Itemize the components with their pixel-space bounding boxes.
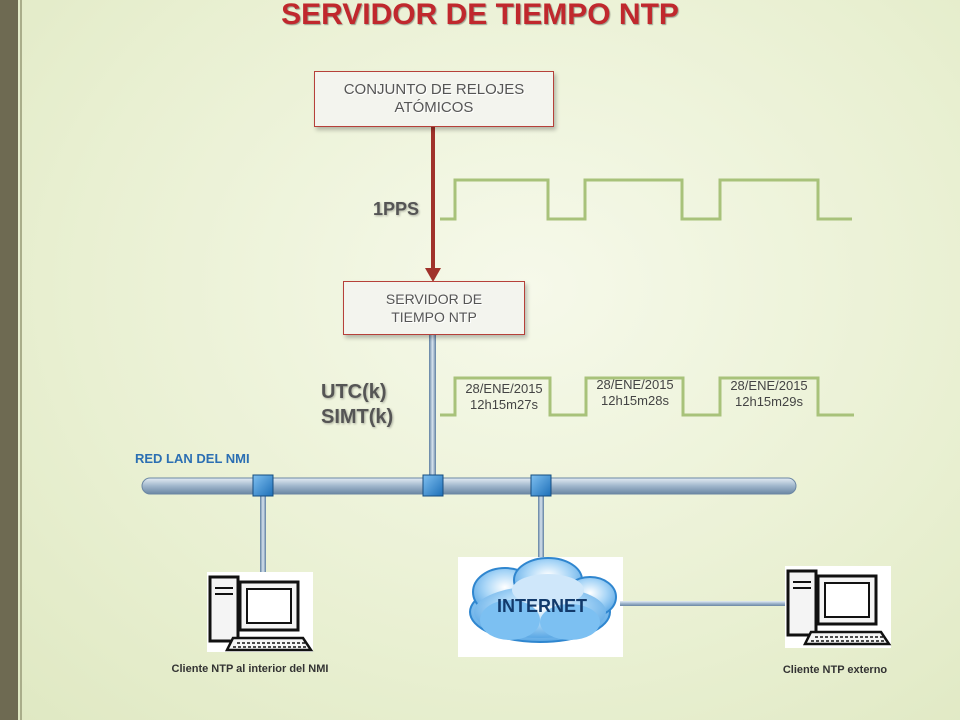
network-port-icon [252, 474, 274, 497]
internet-label: INTERNET [497, 596, 587, 616]
utc-label: UTC(k) [321, 381, 387, 403]
lan-bus [141, 477, 797, 495]
atomic-clocks-line2: ATÓMICOS [394, 99, 474, 116]
left-accent-bar [0, 0, 18, 720]
atomic-clocks-line1: CONJUNTO DE RELOJES [343, 81, 525, 98]
timestamp-3-time: 12h15m29s [735, 394, 803, 409]
server-uplink [429, 334, 436, 476]
lan-label: RED LAN DEL NMI [135, 451, 250, 466]
timestamp-2-date: 28/ENE/2015 [596, 377, 674, 392]
computer-icon [207, 572, 314, 652]
pps-label: 1PPS [373, 199, 420, 219]
timestamp-3: 28/ENE/2015 12h15m29s [721, 378, 817, 410]
ntp-server-line2: TIEMPO NTP [391, 309, 477, 325]
left-accent-line [20, 0, 22, 720]
ntp-server-line1: SERVIDOR DE [385, 291, 483, 307]
internal-client-drop [260, 496, 266, 574]
arrow-head-icon [425, 268, 441, 282]
atomic-clocks-box: CONJUNTO DE RELOJES ATÓMICOS [314, 71, 554, 127]
pps-square-wave [440, 178, 852, 221]
internal-client-label: Cliente NTP al interior del NMI [171, 663, 329, 675]
page-title: SERVIDOR DE TIEMPO NTP [281, 0, 679, 31]
timestamp-1-date: 28/ENE/2015 [465, 381, 543, 396]
external-client-label: Cliente NTP externo [782, 664, 888, 676]
cloud-icon [469, 557, 617, 643]
computer-icon [785, 566, 892, 648]
timestamp-square-wave [440, 376, 854, 417]
timestamp-1: 28/ENE/2015 12h15m27s [455, 381, 553, 413]
timestamp-2: 28/ENE/2015 12h15m28s [587, 377, 683, 409]
timestamp-2-time: 12h15m28s [601, 393, 669, 408]
simt-label: SIMT(k) [321, 406, 394, 428]
timestamp-3-date: 28/ENE/2015 [730, 378, 808, 393]
network-port-icon [422, 474, 444, 497]
external-link [620, 601, 790, 606]
internet-drop [538, 496, 544, 562]
timestamp-1-time: 12h15m27s [470, 397, 538, 412]
network-port-icon [530, 474, 552, 497]
ntp-server-box: SERVIDOR DE TIEMPO NTP [343, 281, 525, 335]
